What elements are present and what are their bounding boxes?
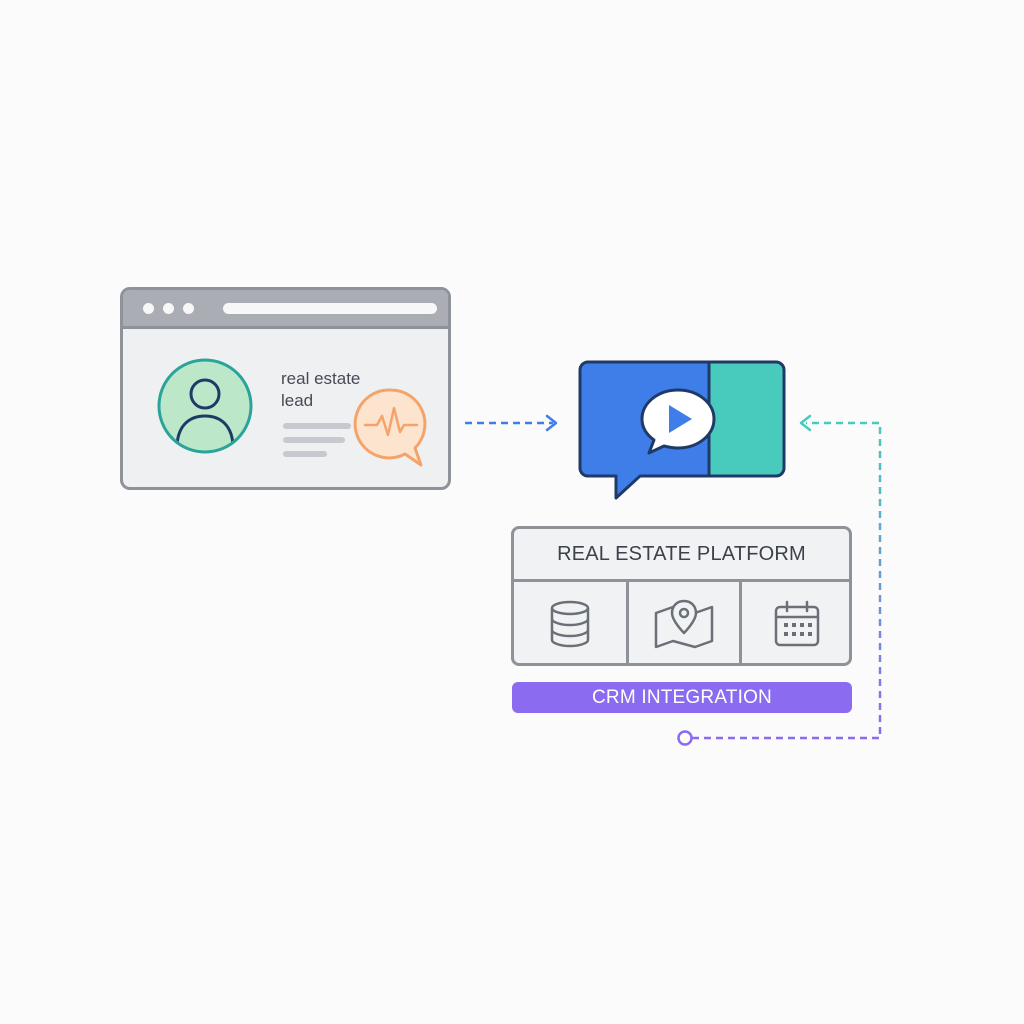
chat-widget	[578, 360, 786, 500]
platform-module	[629, 582, 739, 663]
window-dot	[163, 303, 174, 314]
calendar-icon	[774, 600, 820, 647]
crm-integration-bar: CRM INTEGRATION	[512, 682, 852, 713]
lead-browser-window: real estate lead	[120, 287, 451, 490]
text-placeholder-line	[283, 437, 345, 443]
heartbeat-chat-icon	[353, 388, 427, 467]
platform-module	[514, 582, 626, 663]
lead-label: real estate lead	[281, 369, 361, 410]
window-dot	[143, 303, 154, 314]
arrow-lead-to-chat	[465, 414, 558, 432]
database-icon	[550, 600, 590, 648]
window-dot	[183, 303, 194, 314]
text-placeholder-line	[283, 451, 327, 457]
user-avatar-icon	[157, 358, 253, 454]
arrow-crm-to-chat	[677, 414, 882, 746]
module-divider	[739, 582, 742, 663]
browser-toolbar	[123, 290, 448, 329]
platform-module	[742, 582, 849, 663]
real-estate-platform: REAL ESTATE PLATFORM	[511, 526, 852, 666]
text-placeholder-line	[283, 423, 351, 429]
module-divider	[626, 582, 629, 663]
map-pin-icon	[654, 599, 714, 649]
play-chat-bubble-icon	[640, 388, 716, 455]
address-bar	[223, 303, 437, 314]
platform-title: REAL ESTATE PLATFORM	[514, 529, 849, 582]
